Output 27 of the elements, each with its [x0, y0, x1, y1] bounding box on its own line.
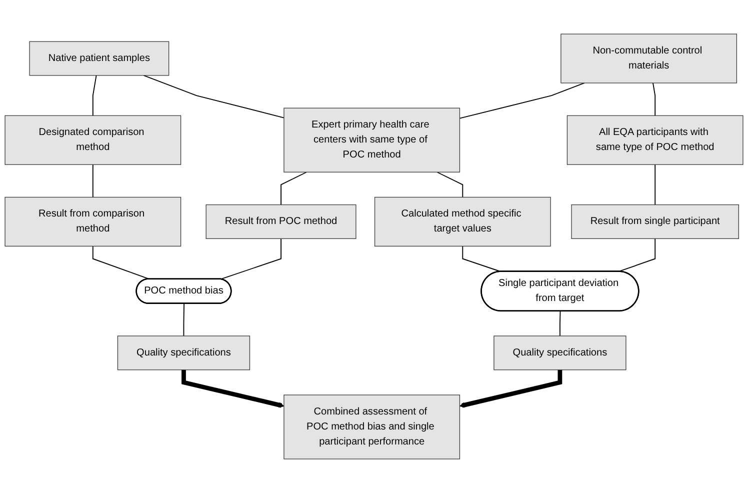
- connector: [436, 172, 464, 198]
- connector: [654, 164, 656, 206]
- connector: [459, 82, 585, 119]
- connector: [652, 82, 656, 116]
- connector: [559, 310, 561, 336]
- node-box: Native patient samples: [29, 41, 170, 76]
- connector: [220, 238, 282, 280]
- node-box: Non-commutable control materials: [560, 34, 738, 84]
- node-box: Calculated method specific target values: [374, 196, 551, 246]
- node-box: Quality specifications: [494, 336, 626, 370]
- connector: [143, 74, 284, 118]
- node-box: Result from comparison method: [4, 196, 182, 246]
- connector: [462, 246, 502, 272]
- node-box: Designated comparison method: [4, 115, 182, 165]
- node-box: Expert primary health care centers with same type of POC method: [284, 108, 460, 172]
- node-box: Quality specifications: [117, 336, 250, 370]
- connector: [183, 303, 184, 336]
- node-box: Combined assessment of POC method bias and single participant performance: [284, 394, 460, 460]
- node-box: All EQA participants with same type of POC method: [566, 115, 744, 165]
- connector: [92, 164, 94, 198]
- connector: [92, 246, 150, 280]
- arrow: [459, 370, 562, 408]
- connector: [92, 74, 97, 116]
- node-box: Result from POC method: [206, 204, 356, 239]
- node-box: Result from single participant: [571, 204, 739, 239]
- arrow: [182, 370, 284, 408]
- connector: [618, 238, 656, 272]
